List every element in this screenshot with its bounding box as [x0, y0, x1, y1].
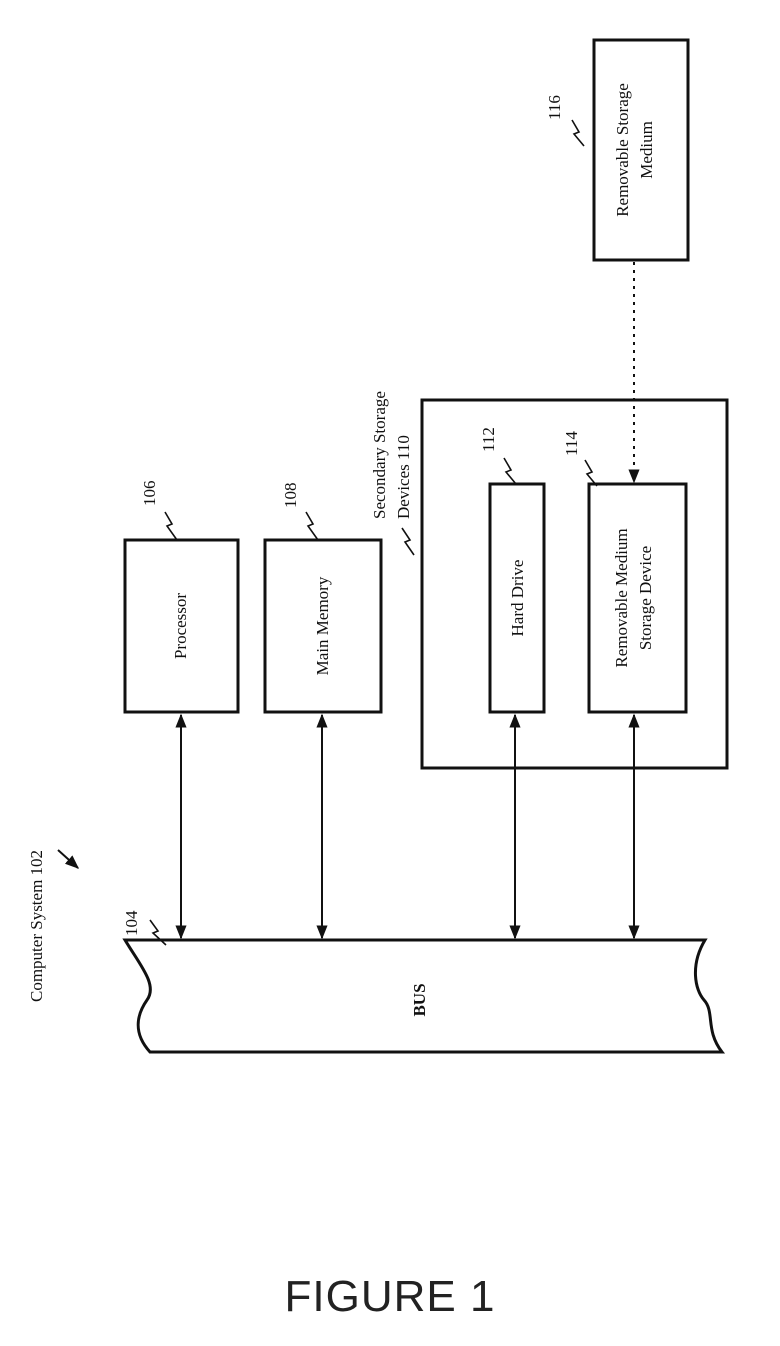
removable-device-label-line2: Storage Device: [636, 546, 655, 650]
main-memory-ref: 108: [281, 483, 300, 509]
figure-caption: FIGURE 1: [0, 1272, 780, 1322]
processor-label: Processor: [171, 593, 190, 659]
main-memory-label: Main Memory: [313, 576, 332, 675]
computer-system-label: Computer System 102: [27, 850, 46, 1002]
processor-ref-pointer: [165, 512, 177, 540]
bus-ref: 104: [122, 910, 141, 936]
removable-medium-label-line2: Medium: [637, 121, 656, 179]
hard-drive-ref: 112: [479, 427, 498, 452]
secondary-storage-ref-pointer: [402, 528, 414, 555]
computer-system-pointer: [58, 850, 78, 868]
removable-medium-ref-pointer: [572, 120, 584, 146]
main-memory-ref-pointer: [306, 512, 318, 540]
processor-ref: 106: [140, 481, 159, 507]
removable-medium-label-line1: Removable Storage: [613, 83, 632, 217]
secondary-storage-label-line1: Secondary Storage: [370, 391, 389, 519]
hard-drive-label: Hard Drive: [508, 560, 527, 637]
removable-device-ref: 114: [562, 431, 581, 456]
bus-label: BUS: [410, 983, 429, 1016]
secondary-storage-label-line2: Devices 110: [394, 435, 413, 519]
removable-medium-ref: 116: [545, 95, 564, 120]
removable-device-label-line1: Removable Medium: [612, 528, 631, 667]
